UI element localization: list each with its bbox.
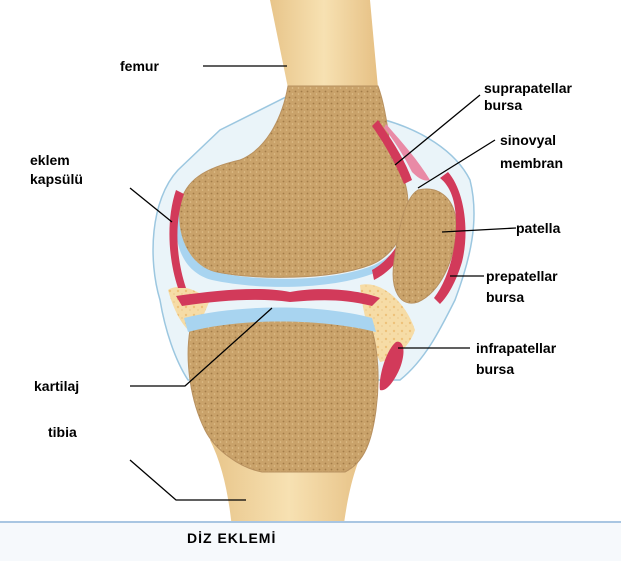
femur-shaft — [270, 0, 378, 88]
label-sinovyal: sinovyal membran — [500, 132, 563, 172]
footer-bar — [0, 521, 621, 561]
label-infrapatellar-line2: bursa — [476, 361, 556, 378]
label-prepatellar-line1: prepatellar — [486, 268, 558, 285]
label-eklem: eklem kapsülü — [30, 152, 83, 188]
label-sinovyal-line2: membran — [500, 155, 563, 172]
label-tibia: tibia — [48, 424, 77, 441]
label-prepatellar-line2: bursa — [486, 289, 558, 306]
footer-title: DİZ EKLEMİ — [187, 530, 276, 546]
label-suprapatellar-line2: bursa — [484, 97, 572, 114]
femur-condyle — [179, 86, 408, 277]
label-suprapatellar: suprapatellar bursa — [484, 80, 572, 114]
label-patella: patella — [516, 220, 560, 237]
label-infrapatellar: infrapatellar bursa — [476, 340, 556, 378]
label-eklem-line2: kapsülü — [30, 171, 83, 188]
label-suprapatellar-line1: suprapatellar — [484, 80, 572, 97]
label-prepatellar: prepatellar bursa — [486, 268, 558, 306]
label-femur: femur — [120, 58, 159, 75]
label-sinovyal-line1: sinovyal — [500, 132, 563, 149]
label-kartilaj: kartilaj — [34, 378, 79, 395]
label-eklem-line1: eklem — [30, 152, 83, 169]
label-infrapatellar-line1: infrapatellar — [476, 340, 556, 357]
